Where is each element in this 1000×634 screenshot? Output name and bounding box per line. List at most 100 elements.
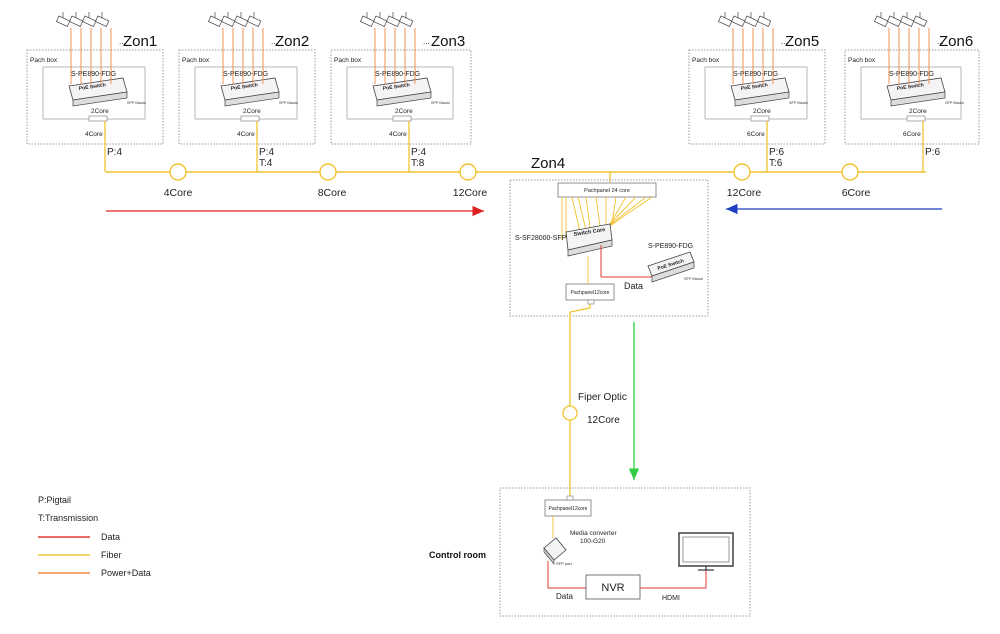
switch-model: S-PE890-FDG (71, 71, 116, 78)
camera-icon (68, 12, 84, 27)
poe-switch-device (372, 77, 432, 107)
core-switch-label: Switch Core (573, 227, 605, 238)
patch-panel-24-label: Pachpanel 24 core (584, 188, 630, 194)
camera-ellipsis: ... (937, 37, 944, 46)
splice-circle (169, 163, 187, 181)
port-label: P:6 (925, 147, 940, 158)
camera-icon (899, 12, 915, 27)
zone-title: Zon2 (275, 33, 309, 50)
zon4-data-label: Data (624, 281, 643, 291)
camera-icon (233, 12, 249, 27)
poe-switch-label: PoE Switch (382, 82, 410, 92)
poe-switch-device (68, 77, 128, 107)
switch-model: S-PE890-FDG (889, 71, 934, 78)
sfp-ports (88, 115, 108, 122)
poe-switch-device (730, 77, 790, 107)
core-switch-model: S-SF28000-SFP (515, 235, 567, 242)
camera-icon (246, 12, 262, 27)
port-label: P:6 (769, 147, 784, 158)
camera-cables (70, 28, 112, 84)
camera-icon (55, 12, 71, 27)
fiber-link-core: 12Core (587, 415, 620, 426)
cable-core-label: 6Core (903, 131, 921, 138)
camera-icon (912, 12, 928, 27)
patch-panel-24 (557, 182, 657, 198)
port-label: T:6 (769, 158, 783, 169)
patch-box-label: Pach box (182, 57, 210, 64)
zone-box (330, 49, 472, 145)
sfp-module-label: SFP Madul (279, 101, 298, 105)
poe-switch-device (886, 77, 946, 107)
monitor-icon (678, 532, 734, 571)
sfp-module-label: SFP Madul (127, 101, 146, 105)
zon4-title: Zon4 (531, 155, 565, 172)
camera-icon (385, 12, 401, 27)
cable-core-label: 6Core (747, 131, 765, 138)
legend-transmission: T:Transmission (38, 513, 98, 523)
uplink-core-label: 2Core (91, 108, 109, 115)
uplink-core-label: 2Core (243, 108, 261, 115)
zone-box (688, 49, 826, 145)
hdmi-label: HDMI (662, 595, 680, 602)
poe-switch-label: PoE Switch (230, 82, 258, 92)
camera-icon (743, 12, 759, 27)
patch-box-label: Pach box (848, 57, 876, 64)
splice-circle (841, 163, 859, 181)
sfp-ports (392, 115, 412, 122)
zone-box (844, 49, 980, 145)
poe-switch-label: PoE Switch (740, 82, 768, 92)
zon4-poe-switch-device (647, 251, 695, 283)
sfp-module-label: SFP Madul (945, 101, 964, 105)
zone-title: Zon5 (785, 33, 819, 50)
camera-ellipsis: ... (119, 37, 126, 46)
zon4-poe-model: S-PE890-FDG (648, 243, 693, 250)
fiber-link (569, 304, 591, 497)
cable-core-label: 4Core (389, 131, 407, 138)
trunk-label: 4Core (164, 187, 193, 199)
patch-box-label: Pach box (692, 57, 720, 64)
zone-title: Zon3 (431, 33, 465, 50)
camera-icon (372, 12, 388, 27)
port-label: T:4 (259, 158, 273, 169)
hdmi-cable (640, 568, 707, 589)
zon4-sfp-label: SFP Madul (684, 277, 703, 281)
cr-patch-panel-label: Pachpanel12core (549, 506, 588, 512)
poe-switch-label: PoE Switch (78, 82, 106, 92)
camera-cables (888, 28, 930, 84)
legend-label-power-data: Power+Data (101, 568, 151, 578)
trunk-label: 8Core (318, 187, 347, 199)
trunk-label: 12Core (727, 187, 762, 199)
switch-model: S-PE890-FDG (223, 71, 268, 78)
camera-icon (730, 12, 746, 27)
sfp-module-label: SFP Madul (431, 101, 450, 105)
switch-model: S-PE890-FDG (733, 71, 778, 78)
camera-cables (374, 28, 416, 84)
cable-core-label: 4Core (237, 131, 255, 138)
port-label: P:4 (107, 147, 122, 158)
cr-data-label: Data (556, 592, 573, 601)
poe-switch-device (220, 77, 280, 107)
uplink-core-label: 2Core (395, 108, 413, 115)
camera-ellipsis: ... (781, 37, 788, 46)
core-switch-device (565, 223, 613, 257)
camera-ellipsis: ... (271, 37, 278, 46)
camera-icon (94, 12, 110, 27)
patch-panel-12-label: Pachpanel12core (571, 290, 610, 296)
control-room-title: Control room (429, 550, 486, 560)
sfp-port-label: SFP port (556, 561, 573, 566)
nvr-label: NVR (601, 582, 624, 594)
uplink-core-label: 2Core (909, 108, 927, 115)
camera-icon (359, 12, 375, 27)
sfp-ports (240, 115, 260, 122)
port-label: P:4 (411, 147, 426, 158)
legend: P:Pigtail T:Transmission Data Fiber Powe… (38, 495, 151, 578)
poe-switch-label: PoE Switch (896, 82, 924, 92)
camera-icon (81, 12, 97, 27)
splice-circle (319, 163, 337, 181)
trunk-label: 12Core (453, 187, 488, 199)
